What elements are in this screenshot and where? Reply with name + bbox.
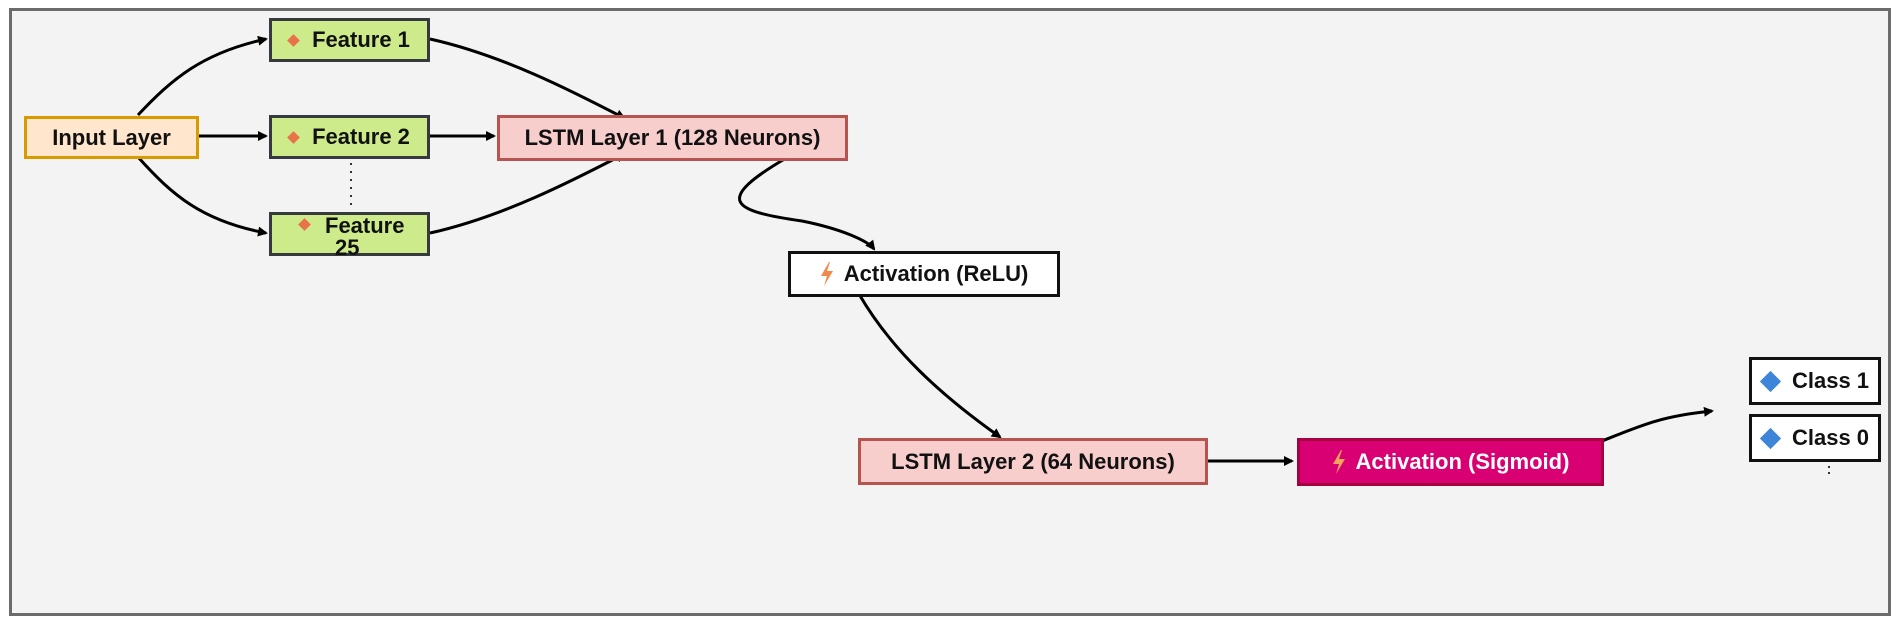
diamond-icon — [1759, 427, 1782, 449]
lstm-layer-1-label: LSTM Layer 1 (128 Neurons) — [524, 125, 821, 150]
edge-feature25-lstm1 — [429, 152, 626, 235]
class-1-label: Class 1 — [1791, 368, 1870, 393]
edge-input-feature25 — [136, 155, 268, 237]
diamond-icon — [298, 218, 311, 231]
edge-lstm1-relu — [738, 155, 876, 251]
feature-25-label-line2: 25 — [335, 235, 360, 260]
class-1-node: Class 1 — [1749, 357, 1881, 405]
feature-25-node: Feature 25 — [269, 212, 430, 260]
lstm-layer-1-node: LSTM Layer 1 (128 Neurons) — [497, 115, 848, 161]
activation-sigmoid-node: Activation (Sigmoid) — [1297, 438, 1604, 486]
feature-1-node: Feature 1 — [269, 18, 430, 62]
diamond-icon — [1759, 370, 1782, 392]
input-layer-node: Input Layer — [24, 116, 199, 159]
class-0-node: Class 0 — [1749, 414, 1881, 462]
activation-relu-label: Activation (ReLU) — [843, 261, 1029, 286]
activation-relu-node: Activation (ReLU) — [788, 251, 1060, 297]
activation-sigmoid-label: Activation (Sigmoid) — [1355, 449, 1570, 474]
diagram-canvas: Input Layer Feature 1 Feature 2 Feature … — [9, 8, 1891, 616]
input-layer-label: Input Layer — [52, 124, 171, 150]
feature-25-label-line1: Feature — [325, 213, 405, 238]
edge-feature1-lstm1 — [429, 37, 626, 120]
lstm-layer-2-label: LSTM Layer 2 (64 Neurons) — [891, 448, 1175, 474]
diamond-icon — [287, 130, 300, 144]
connector-layer — [136, 35, 1830, 474]
lightning-bolt-icon — [1332, 450, 1345, 474]
edge-sigmoid-classes — [1601, 406, 1714, 443]
lstm-layer-2-node: LSTM Layer 2 (64 Neurons) — [858, 438, 1208, 485]
feature-2-node: Feature 2 — [269, 115, 430, 159]
feature-2-label: Feature 2 — [312, 124, 410, 149]
lightning-bolt-icon — [820, 262, 833, 286]
diamond-icon — [287, 33, 300, 47]
class-0-label: Class 0 — [1791, 425, 1870, 450]
feature-1-label: Feature 1 — [312, 27, 410, 52]
edge-relu-lstm2 — [857, 293, 1002, 439]
edge-input-feature1 — [136, 35, 268, 117]
